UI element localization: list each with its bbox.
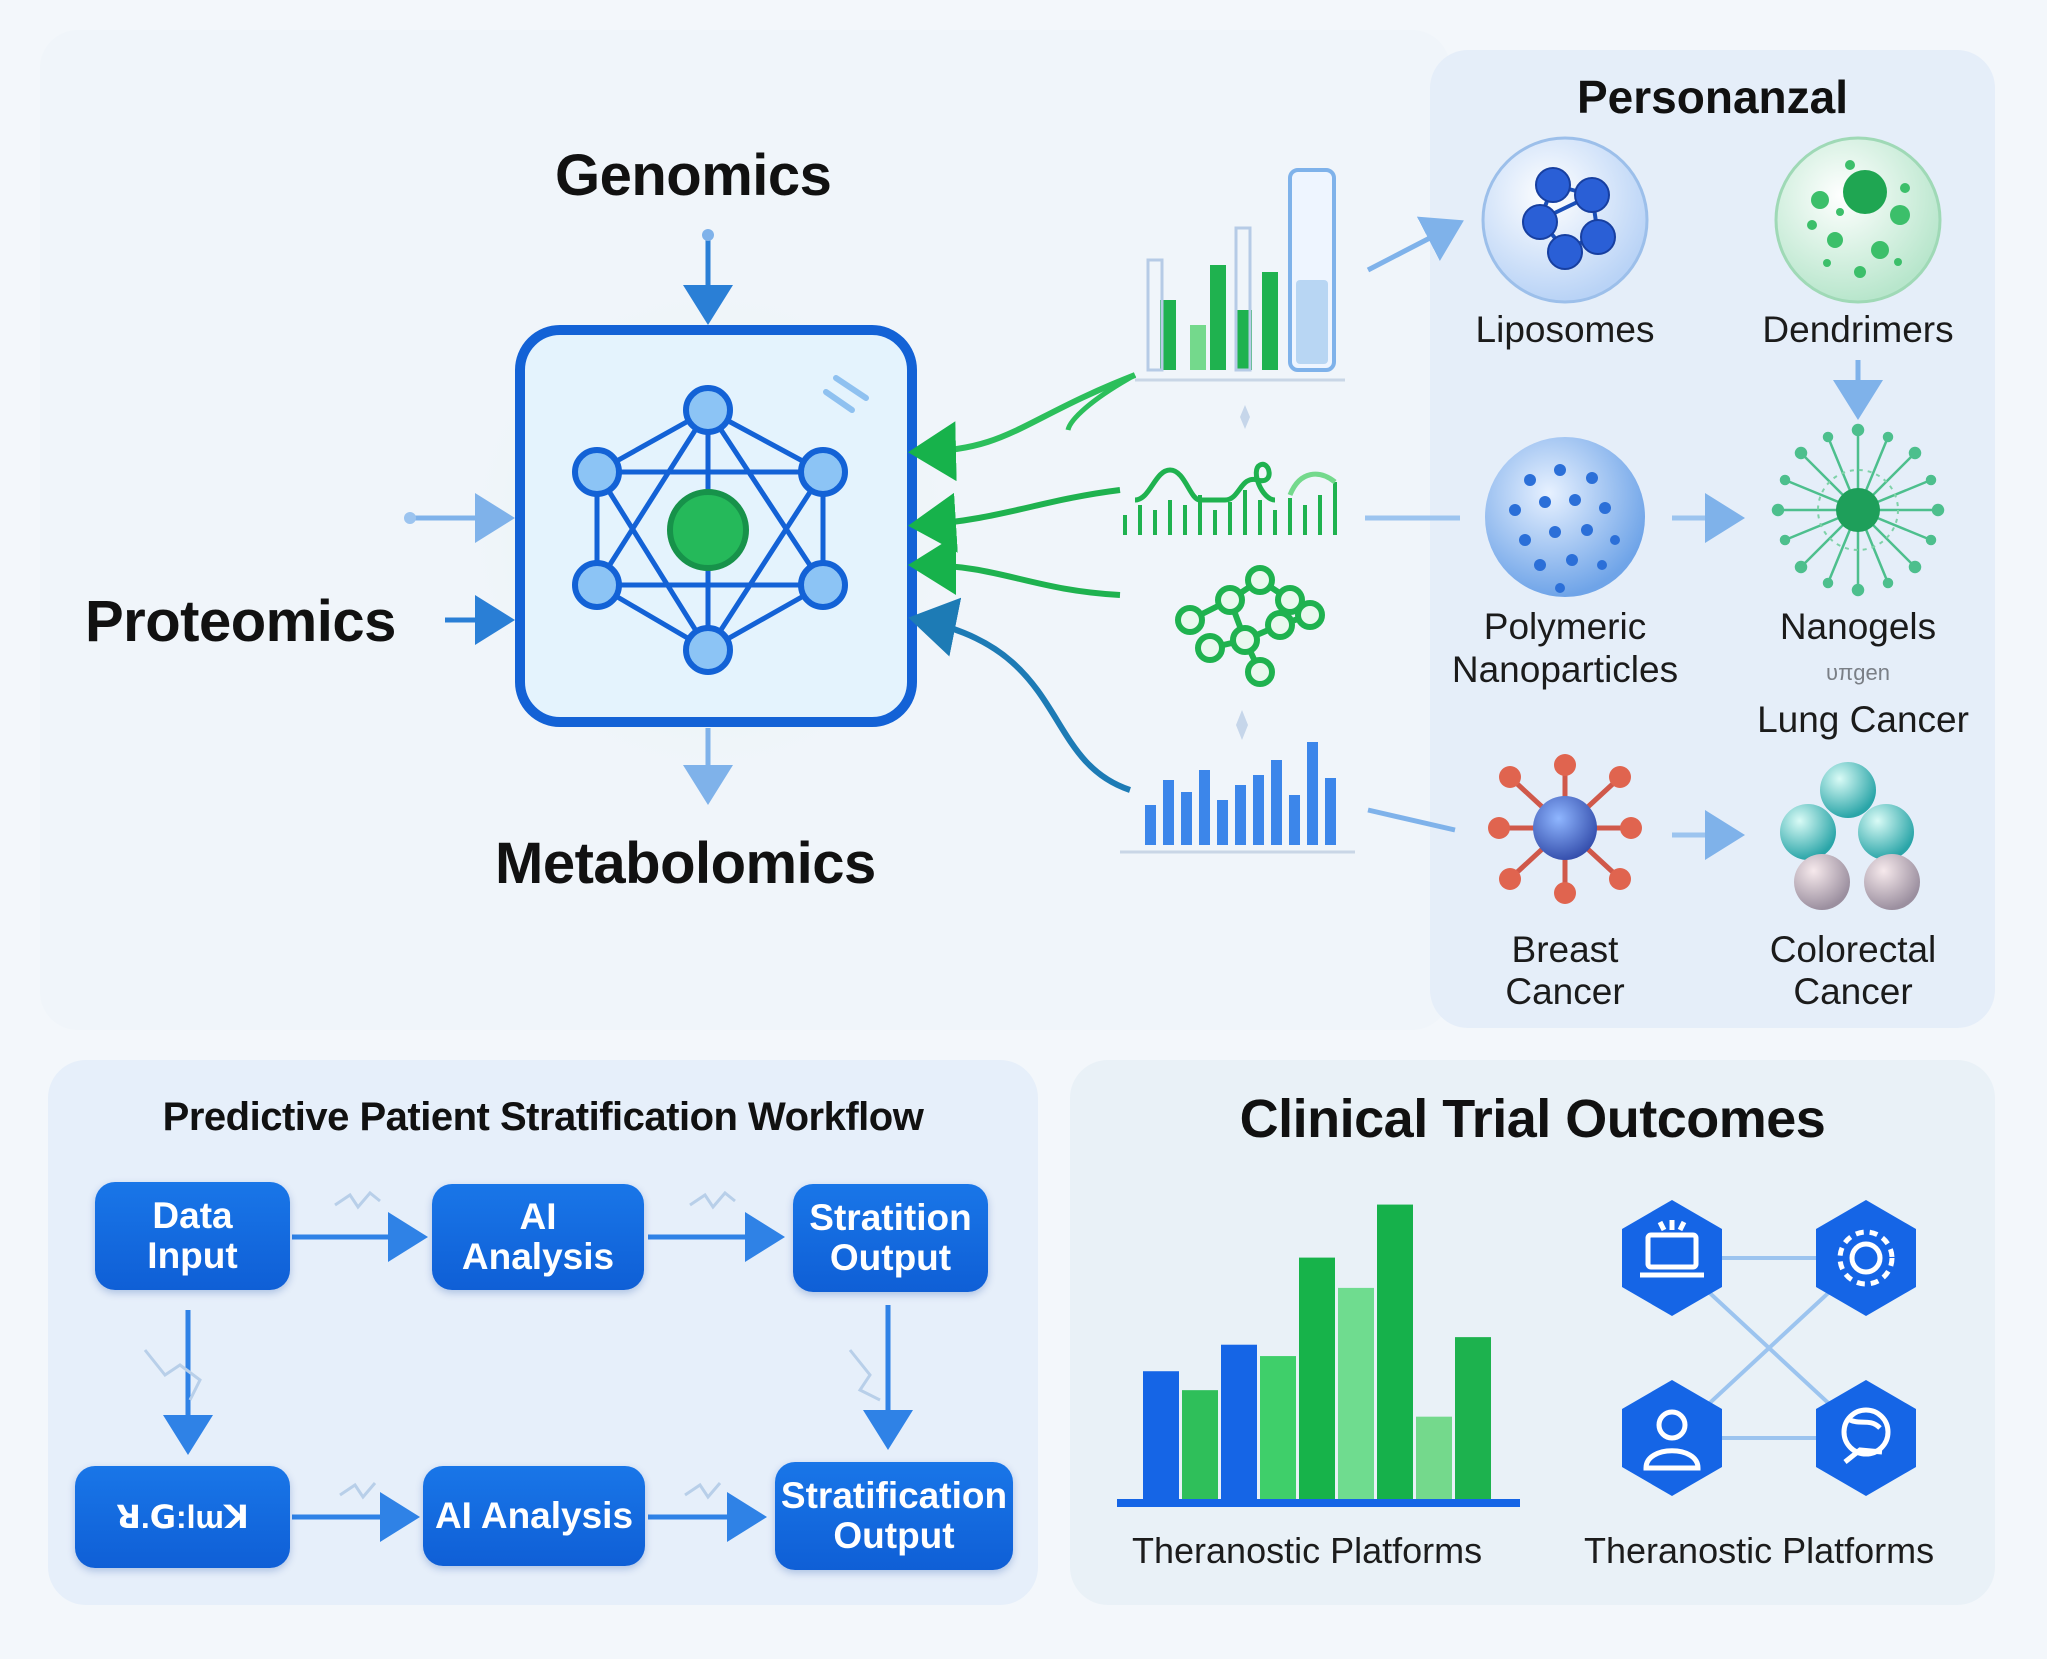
globe-hand-icon [1816, 1380, 1916, 1496]
graph-icon [1175, 565, 1325, 687]
breast-cancer-label-line2: Cancer [1505, 971, 1625, 1012]
clinical-bar-chart [1117, 1204, 1520, 1507]
feedback-curves [908, 372, 1137, 793]
chart-bar [1143, 1371, 1179, 1500]
breast-cancer-icon [1488, 754, 1642, 904]
genomics-arrow [683, 229, 733, 325]
chart-bar [1299, 1257, 1335, 1500]
stratification-output-box-top[interactable]: Stratition Output [793, 1184, 988, 1292]
nanogel-icon [1771, 423, 1945, 597]
colorectal-cancer-label-line2: Cancer [1793, 971, 1913, 1012]
clinical-title: Clinical Trial Outcomes [1239, 1089, 1826, 1149]
proteomics-arrow [404, 493, 515, 645]
blue-bar-chart [1120, 742, 1355, 854]
breast-cancer-label-line1: Breast [1511, 929, 1619, 970]
polymeric-nanoparticle-icon [1485, 437, 1645, 597]
theranostic-network [1622, 1200, 1916, 1496]
strat-line1: Stratition [809, 1197, 972, 1238]
colorectal-cancer-icon [1780, 762, 1920, 910]
metabolomics-label: Metabolomics [495, 831, 876, 896]
strat-bottom-line1: Stratification [780, 1475, 1008, 1516]
ai-analysis-box-top[interactable]: AI Analysis [432, 1184, 644, 1290]
workflow-doodles [143, 1190, 881, 1500]
colorectal-cancer-label-line1: Colorectal [1769, 929, 1937, 970]
strat-line2: Output [829, 1237, 952, 1278]
ai-line2: Analysis [461, 1236, 615, 1277]
data-input-box[interactable]: Data Input [95, 1182, 290, 1290]
waveform-icon [1123, 461, 1337, 535]
workflow-title: Predictive Patient Stratification Workfl… [162, 1095, 924, 1139]
neural-network-icon [572, 385, 848, 675]
gear-icon [1816, 1200, 1916, 1316]
sparkle [1236, 405, 1250, 740]
chart-bar [1338, 1287, 1374, 1500]
bar-chart-icon [1135, 168, 1345, 382]
data-input-line1: Data [152, 1195, 233, 1236]
dendrimer-icon [1774, 136, 1942, 304]
chart-bar [1416, 1416, 1452, 1500]
stratification-output-box-bottom[interactable]: Stratification Output [775, 1462, 1013, 1570]
proteomics-label: Proteomics [85, 589, 396, 654]
network-caption: Theranostic Platforms [1584, 1530, 1935, 1571]
liposomes-label: Liposomes [1475, 309, 1655, 350]
laptop-icon [1622, 1200, 1722, 1316]
liposome-icon [1481, 136, 1649, 304]
clinical-panel [1070, 1060, 1995, 1605]
chart-bar [1260, 1356, 1296, 1500]
strat-bottom-line2: Output [833, 1515, 955, 1556]
garbled-label: ꓤ.ꓖ:lɯꓘ [116, 1499, 249, 1535]
nanogels-sublabel: υπgen [1826, 660, 1890, 685]
polymeric-label-line2: Nanoparticles [1451, 649, 1679, 690]
chart-bar [1182, 1390, 1218, 1500]
ai-line1: AI [519, 1196, 557, 1237]
dendrimers-label: Dendrimers [1762, 309, 1954, 350]
ai-analysis-label: AI Analysis [434, 1495, 634, 1536]
personalized-title: Personanzal [1577, 71, 1848, 123]
to-nanoparticle-arrows [1365, 216, 1883, 860]
genomics-label: Genomics [555, 143, 832, 208]
chart-bar [1377, 1204, 1413, 1500]
nanogels-label: Nanogels [1779, 606, 1937, 647]
lung-cancer-label: Lung Cancer [1757, 699, 1969, 740]
ai-analysis-box-bottom[interactable]: AI Analysis [423, 1466, 645, 1566]
data-input-line2: Input [147, 1235, 238, 1276]
chart-bar [1455, 1337, 1491, 1500]
garbled-box[interactable]: ꓤ.ꓖ:lɯꓘ [75, 1466, 290, 1568]
workflow-arrows [163, 1212, 913, 1542]
polymeric-label-line1: Polymeric [1483, 606, 1647, 647]
chart-caption: Theranostic Platforms [1132, 1530, 1483, 1571]
chart-bar [1221, 1344, 1257, 1500]
